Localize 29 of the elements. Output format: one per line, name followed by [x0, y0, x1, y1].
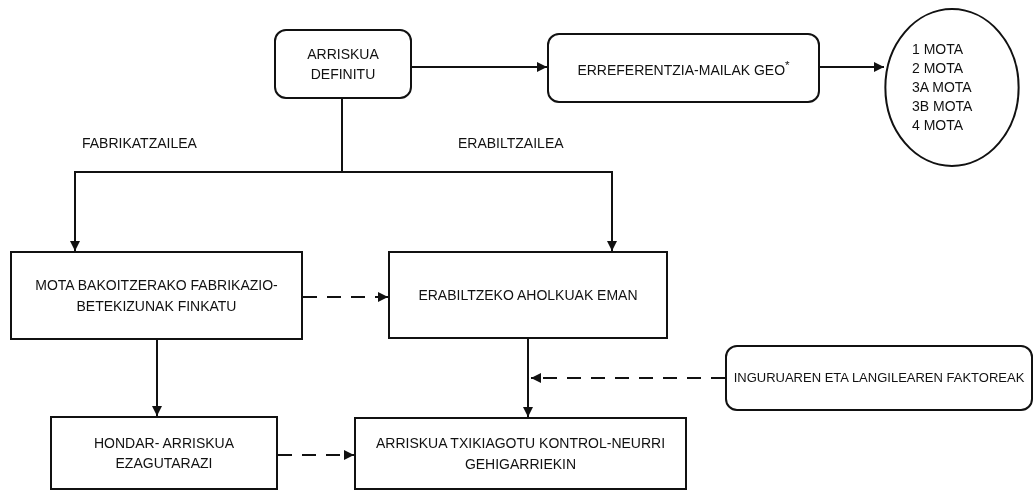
process-box — [354, 417, 687, 490]
arrow — [523, 338, 533, 418]
edge-label: FABRIKATZAILEA — [82, 135, 197, 151]
node-text: ERREFERENTZIA-MAILAK GEO$^{*}$ — [577, 56, 790, 80]
dashed-arrow — [302, 292, 389, 302]
rounded-process-box — [547, 33, 820, 103]
process-box — [50, 416, 278, 490]
node-text: INGURUAREN ETA LANGILEAREN FAKTOREAK — [733, 368, 1025, 387]
arrow — [152, 339, 162, 417]
arrow — [819, 62, 885, 72]
process-box — [10, 251, 303, 340]
node-text: ERABILTZEKO AHOLKUAK EMAN — [418, 285, 638, 305]
node-text: 3B MOTA — [912, 96, 973, 116]
ellipse-node — [884, 8, 1020, 167]
node-text: HONDAR- ARRISKUA EZAGUTARAZI — [93, 433, 235, 473]
dashed-arrow — [530, 373, 726, 383]
node-text: ARRISKUA TXIKIAGOTU KONTROL-NEURRI GEHIGARRIEKIN — [374, 434, 667, 474]
rounded-process-box — [274, 29, 412, 99]
dashed-arrow — [277, 450, 355, 460]
node-text: 2 MOTA — [912, 59, 964, 79]
arrow — [411, 62, 548, 72]
node-text: MOTA BAKOITZERAKO FABRIKAZIO-BETEKIZUNAK FINKATU — [34, 276, 279, 316]
rounded-process-box — [725, 345, 1033, 411]
edge-label: ERABILTZAILEA — [458, 135, 564, 151]
node-text: 4 MOTA — [912, 115, 964, 135]
process-box — [388, 251, 668, 339]
node-text: ARRISKUA DEFINITU — [306, 44, 380, 84]
node-text: 1 MOTA — [912, 40, 964, 60]
node-text: 3A MOTA — [912, 78, 972, 97]
